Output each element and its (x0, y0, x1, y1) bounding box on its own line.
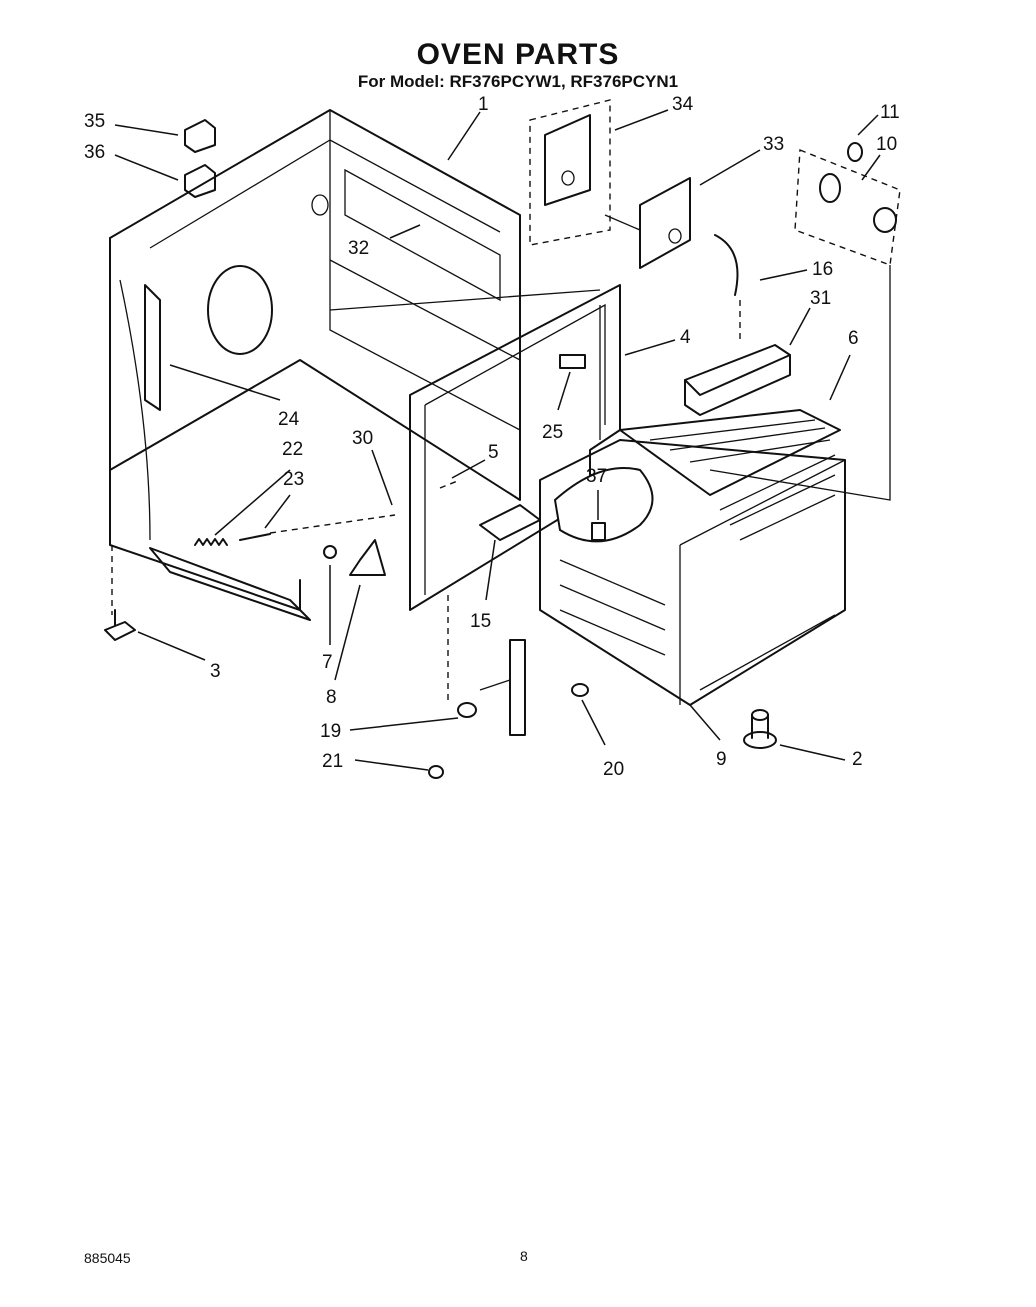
part-20-screw (571, 683, 589, 697)
callout-37: 37 (586, 466, 607, 487)
callout-21: 21 (322, 751, 343, 772)
part-23-pin (239, 533, 271, 541)
callout-16: 16 (812, 259, 833, 280)
callout-1: 1 (478, 94, 489, 115)
callout-22: 22 (282, 439, 303, 460)
part-6-oven-rack (619, 409, 841, 496)
callout-10: 10 (876, 134, 897, 155)
callout-35: 35 (84, 111, 105, 132)
document-number: 885045 (84, 1250, 131, 1266)
part-25-sensor (559, 354, 586, 369)
callout-6: 6 (848, 328, 859, 349)
part-21-clip (428, 765, 444, 779)
callout-31: 31 (810, 288, 831, 309)
callout-34: 34 (672, 94, 694, 115)
part-22-spring (194, 538, 228, 546)
callout-3: 3 (210, 661, 221, 682)
leader-lines (114, 109, 881, 771)
callout-36: 36 (84, 142, 105, 163)
page-title: OVEN PARTS (416, 38, 620, 71)
part-16-tube (714, 234, 739, 296)
callout-19: 19 (320, 721, 341, 742)
part-9-oven-liner (539, 439, 846, 706)
callout-24: 24 (278, 409, 300, 430)
callout-32: 32 (348, 238, 369, 259)
callout-8: 8 (326, 687, 337, 708)
part-33-plate (639, 177, 691, 269)
callout-5: 5 (488, 442, 499, 463)
part-24-side-panel (119, 279, 161, 541)
callout-30: 30 (352, 428, 373, 449)
callout-11: 11 (880, 102, 900, 123)
callout-15: 15 (470, 611, 491, 632)
callout-labels: 1 2 3 4 5 6 7 8 9 10 11 15 16 19 20 21 2… (84, 94, 900, 780)
page-number: 8 (520, 1248, 528, 1264)
callout-20: 20 (603, 759, 624, 780)
callout-33: 33 (763, 134, 784, 155)
part-8-bracket (349, 539, 386, 576)
model-subtitle: For Model: RF376PCYW1, RF376PCYN1 (357, 72, 679, 91)
part-37-clip (591, 522, 606, 541)
part-34-bracket (529, 99, 611, 246)
callout-4: 4 (680, 327, 691, 348)
part-3-leveling-leg (104, 609, 136, 641)
part-2-foot (743, 709, 777, 749)
part-35-36-clips (184, 119, 216, 198)
part-1-oven-frame (109, 109, 601, 621)
callout-2: 2 (852, 749, 863, 770)
part-15-bracket (479, 504, 541, 541)
part-19-valve-body (457, 639, 526, 736)
callout-23: 23 (283, 469, 304, 490)
part-4-front-frame (409, 284, 621, 611)
callout-7: 7 (322, 652, 333, 673)
part-10-11-knob (794, 142, 901, 266)
part-7-nut (323, 545, 337, 559)
callout-9: 9 (716, 749, 727, 770)
callout-25: 25 (542, 422, 563, 443)
part-31-block (684, 344, 791, 416)
